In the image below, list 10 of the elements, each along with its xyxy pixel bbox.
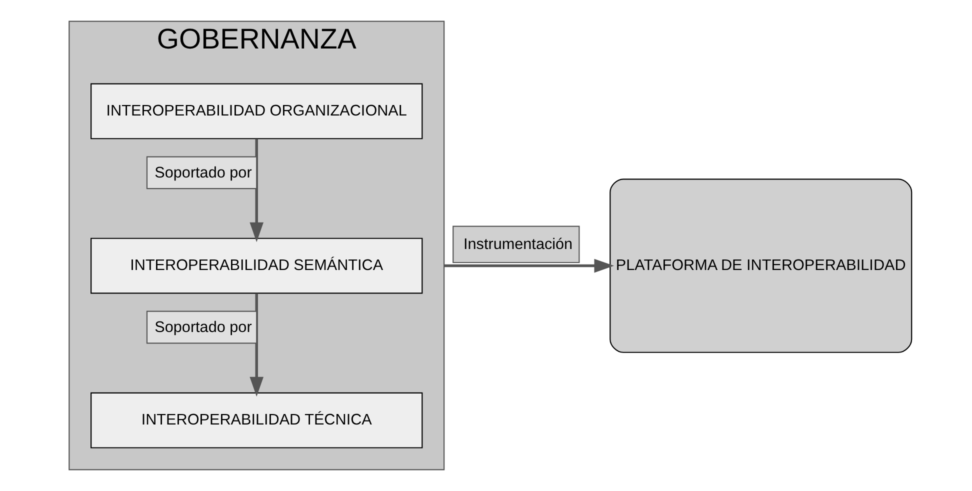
arrow [444, 258, 614, 273]
node-box: PLATAFORMA DE INTEROPERABILIDAD [610, 178, 912, 353]
edge-label: Soportado por [154, 164, 252, 182]
node-box: INTEROPERABILIDAD ORGANIZACIONAL [90, 83, 423, 140]
arrow [250, 293, 264, 397]
edge-label: Soportado por [154, 318, 252, 336]
node-box: INTEROPERABILIDAD TÉCNICA [90, 392, 423, 448]
node-box: INTEROPERABILIDAD SEMÁNTICA [90, 238, 423, 294]
arrow [250, 138, 264, 242]
edge-label: Instrumentación [464, 236, 573, 254]
